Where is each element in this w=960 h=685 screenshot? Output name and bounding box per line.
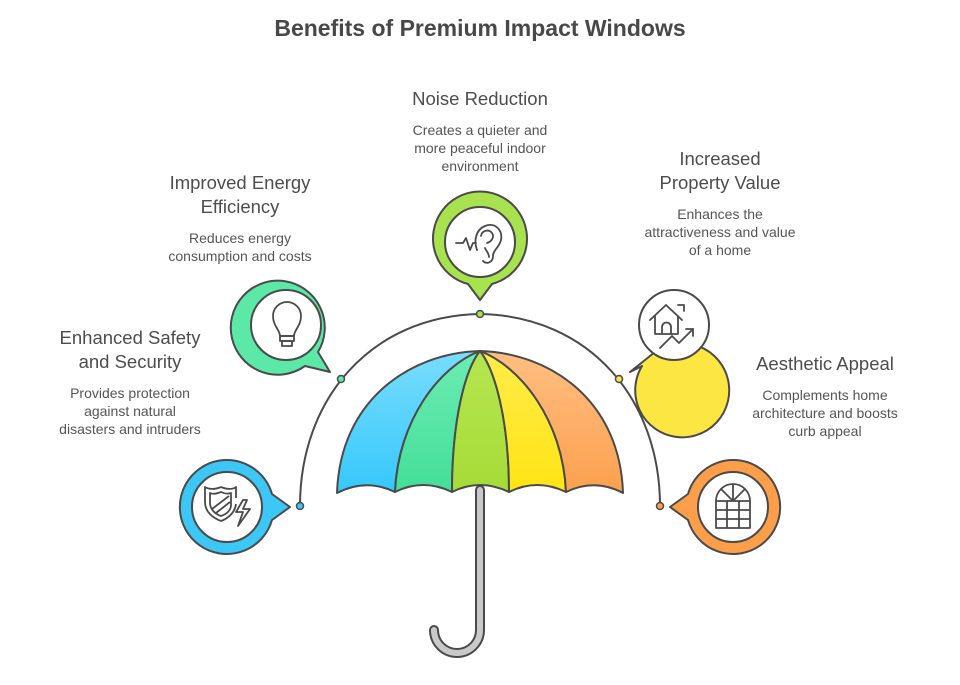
benefit-description: Complements home architecture and boosts… (752, 387, 898, 439)
connector-dot-energy (336, 374, 346, 384)
benefit-heading: Noise Reduction (412, 88, 548, 109)
benefit-heading: Aesthetic Appeal (756, 353, 894, 374)
badge-property (629, 289, 731, 439)
badge-energy (229, 279, 331, 376)
benefit-heading: Enhanced Safety and Security (59, 327, 201, 372)
connector-dot-aesthetic (655, 501, 665, 511)
arched-window-icon (715, 483, 751, 529)
badge-safety (178, 459, 291, 555)
benefit-description: Enhances the attractiveness and value of… (644, 206, 796, 258)
benefit-text-aesthetic: Aesthetic Appeal Complements home archit… (725, 352, 925, 440)
benefit-heading: Improved Energy Efficiency (169, 172, 311, 217)
benefit-description: Provides protection against natural disa… (59, 385, 201, 437)
badge-aesthetic (669, 459, 782, 555)
connector-dot-noise (475, 309, 485, 319)
badge-noise (432, 190, 528, 301)
house-growth-icon (649, 304, 694, 349)
benefit-text-noise: Noise Reduction Creates a quieter and mo… (380, 87, 580, 175)
benefit-text-energy: Improved Energy Efficiency Reduces energ… (140, 171, 340, 265)
connector-dot-safety (295, 501, 305, 511)
lightbulb-icon (272, 301, 302, 347)
connector-dot-property (614, 374, 624, 384)
benefit-text-property: Increased Property Value Enhances the at… (620, 147, 820, 259)
benefit-description: Reduces energy consumption and costs (168, 230, 312, 264)
benefit-heading: Increased Property Value (659, 148, 781, 193)
umbrella-handle (429, 485, 485, 658)
benefit-text-safety: Enhanced Safety and Security Provides pr… (40, 326, 220, 438)
umbrella-canopy (336, 350, 624, 494)
ear-icon (455, 224, 503, 264)
benefit-description: Creates a quieter and more peaceful indo… (412, 122, 548, 174)
canopy-panel-orange (479, 350, 624, 494)
shield-lightning-icon (204, 486, 251, 527)
diagram-title: Benefits of Premium Impact Windows (274, 15, 686, 41)
